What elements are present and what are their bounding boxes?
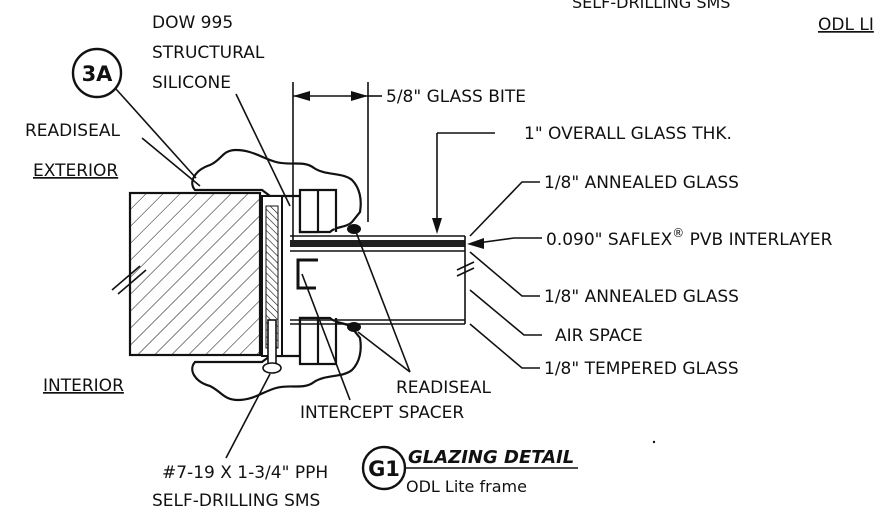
top-cut-label-left: SELF-DRILLING SMS [572, 0, 730, 12]
exterior-label: EXTERIOR [33, 161, 118, 181]
leader-annealed-top [469, 181, 540, 237]
detail-title: GLAZING DETAIL [408, 447, 574, 468]
interlayer-label-pre: 0.090" SAFLEX [546, 230, 673, 250]
leader-tempered [469, 323, 540, 369]
leader-section-callout [115, 88, 197, 179]
top-cut-label-right: ODL LI [818, 15, 874, 35]
annealed-top-label: 1/8" ANNEALED GLASS [544, 173, 739, 193]
detail-subtitle: ODL Lite frame [406, 477, 527, 496]
leader-readiseal-left [141, 137, 201, 187]
intercept-spacer-label: INTERCEPT SPACER [300, 403, 464, 423]
glass-pvb-interlayer [290, 240, 465, 247]
air-space-label: AIR SPACE [555, 326, 643, 346]
interlayer-label-reg: ® [672, 226, 684, 240]
section-callout-text: 3A [82, 62, 114, 86]
readiseal-bead-bottom [347, 322, 361, 332]
break-mark-glass [456, 261, 475, 271]
leader-readiseal-top-bead [355, 231, 411, 373]
leader-interlayer [469, 237, 542, 245]
readiseal-bead-top [347, 224, 361, 234]
leader-readiseal-bottom-bead [357, 331, 411, 373]
tempered-label: 1/8" TEMPERED GLASS [544, 359, 739, 379]
stray-dot [652, 440, 656, 444]
interior-label: INTERIOR [43, 376, 124, 396]
screw-label-line2: SELF-DRILLING SMS [152, 491, 320, 511]
overall-thk-label: 1" OVERALL GLASS THK. [524, 124, 732, 144]
detail-callout-text: G1 [368, 457, 400, 481]
sealant-label-line2: STRUCTURAL [152, 43, 265, 63]
leader-sealant [235, 93, 291, 207]
screw-head [262, 362, 282, 374]
readiseal-bottom-label: READISEAL [396, 378, 491, 398]
annealed-bottom-label: 1/8" ANNEALED GLASS [544, 287, 739, 307]
glass-bite-label: 5/8" GLASS BITE [386, 87, 526, 107]
readiseal-left-label: READISEAL [25, 121, 120, 141]
leader-intercept-spacer [301, 273, 351, 401]
screw-label-line1: #7-19 X 1-3/4" PPH [162, 463, 328, 483]
wall-substrate [128, 191, 262, 357]
leader-air-space [469, 289, 542, 336]
leader-annealed-bottom [469, 251, 540, 297]
interlayer-label: 0.090" SAFLEX® PVB INTERLAYER [546, 226, 833, 250]
glazing-stop-top [298, 188, 338, 234]
section-callout-bubble [71, 47, 123, 99]
interlayer-label-post: PVB INTERLAYER [684, 230, 832, 250]
break-mark-left [111, 265, 141, 291]
sealant-label-line3: SILICONE [152, 73, 231, 93]
leader-screw [225, 373, 271, 459]
intercept-spacer-shape [296, 258, 318, 290]
sealant-label-line1: DOW 995 [152, 13, 233, 33]
